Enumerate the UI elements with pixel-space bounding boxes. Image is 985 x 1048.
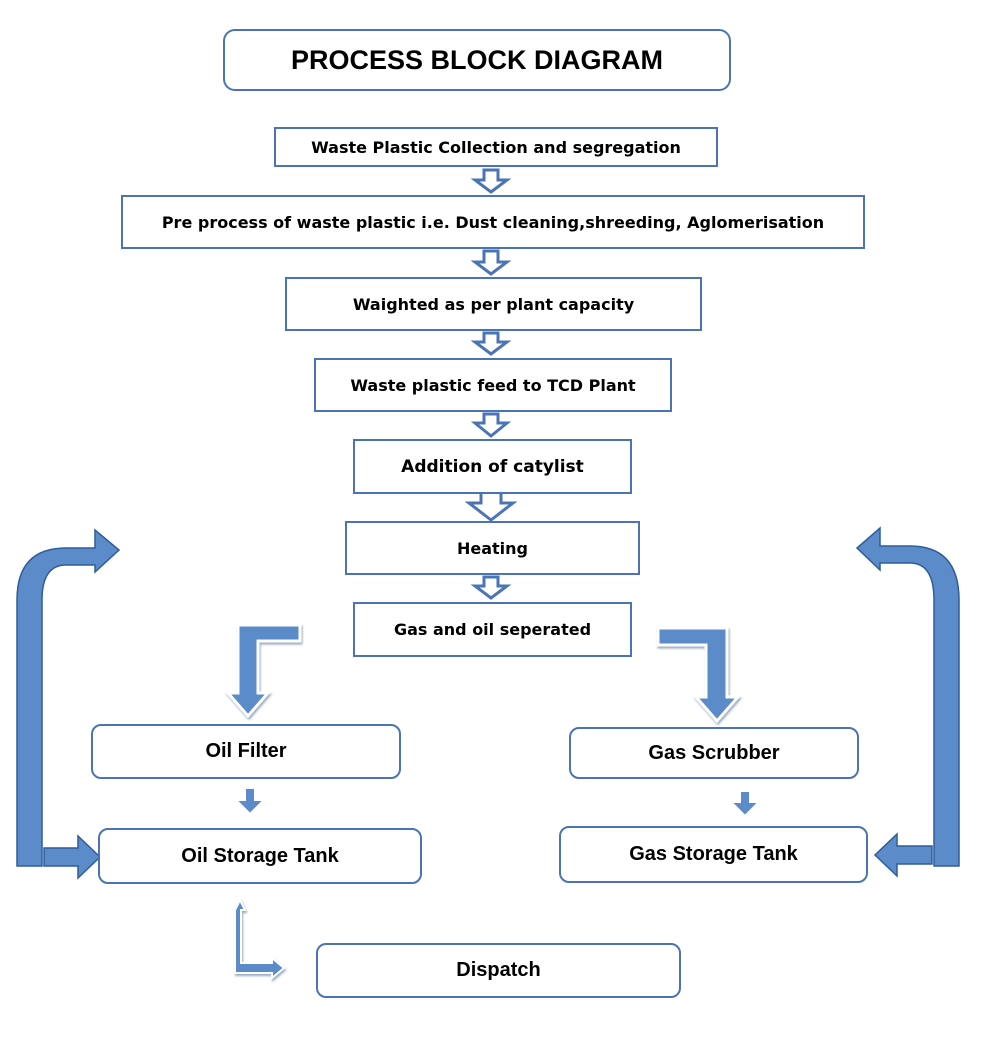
oil-branch-arrow-icon bbox=[224, 623, 302, 719]
down-arrow-icon bbox=[470, 331, 512, 356]
dispatch-arrow-icon bbox=[234, 897, 286, 981]
down-arrow-icon bbox=[470, 575, 512, 600]
down-arrow-icon bbox=[470, 249, 512, 276]
step-catalyst: Addition of catylist bbox=[353, 439, 632, 494]
oil-storage-tank-box: Oil Storage Tank bbox=[98, 828, 422, 884]
oil-filter-box: Oil Filter bbox=[91, 724, 401, 779]
right-arrow-icon bbox=[43, 834, 102, 880]
step-heating: Heating bbox=[345, 521, 640, 575]
gas-scrubber-box: Gas Scrubber bbox=[569, 727, 859, 779]
gas-storage-tank-box: Gas Storage Tank bbox=[559, 826, 868, 883]
gas-recycle-arrow-icon bbox=[855, 526, 960, 867]
step-collection: Waste Plastic Collection and segregation bbox=[274, 127, 718, 167]
down-arrow-icon bbox=[728, 790, 762, 818]
step-weighted: Waighted as per plant capacity bbox=[285, 277, 702, 331]
down-arrow-icon bbox=[233, 787, 267, 816]
left-arrow-icon bbox=[873, 832, 933, 878]
gas-branch-arrow-icon bbox=[656, 626, 742, 724]
diagram-title: PROCESS BLOCK DIAGRAM bbox=[223, 29, 731, 91]
down-arrow-icon bbox=[470, 168, 512, 194]
step-preprocess: Pre process of waste plastic i.e. Dust c… bbox=[121, 195, 865, 249]
step-feed: Waste plastic feed to TCD Plant bbox=[314, 358, 672, 412]
down-arrow-icon bbox=[470, 412, 512, 438]
down-arrow-icon bbox=[464, 488, 518, 522]
step-separated: Gas and oil seperated bbox=[353, 602, 632, 657]
dispatch-box: Dispatch bbox=[316, 943, 681, 998]
oil-recycle-arrow-icon bbox=[16, 528, 121, 867]
